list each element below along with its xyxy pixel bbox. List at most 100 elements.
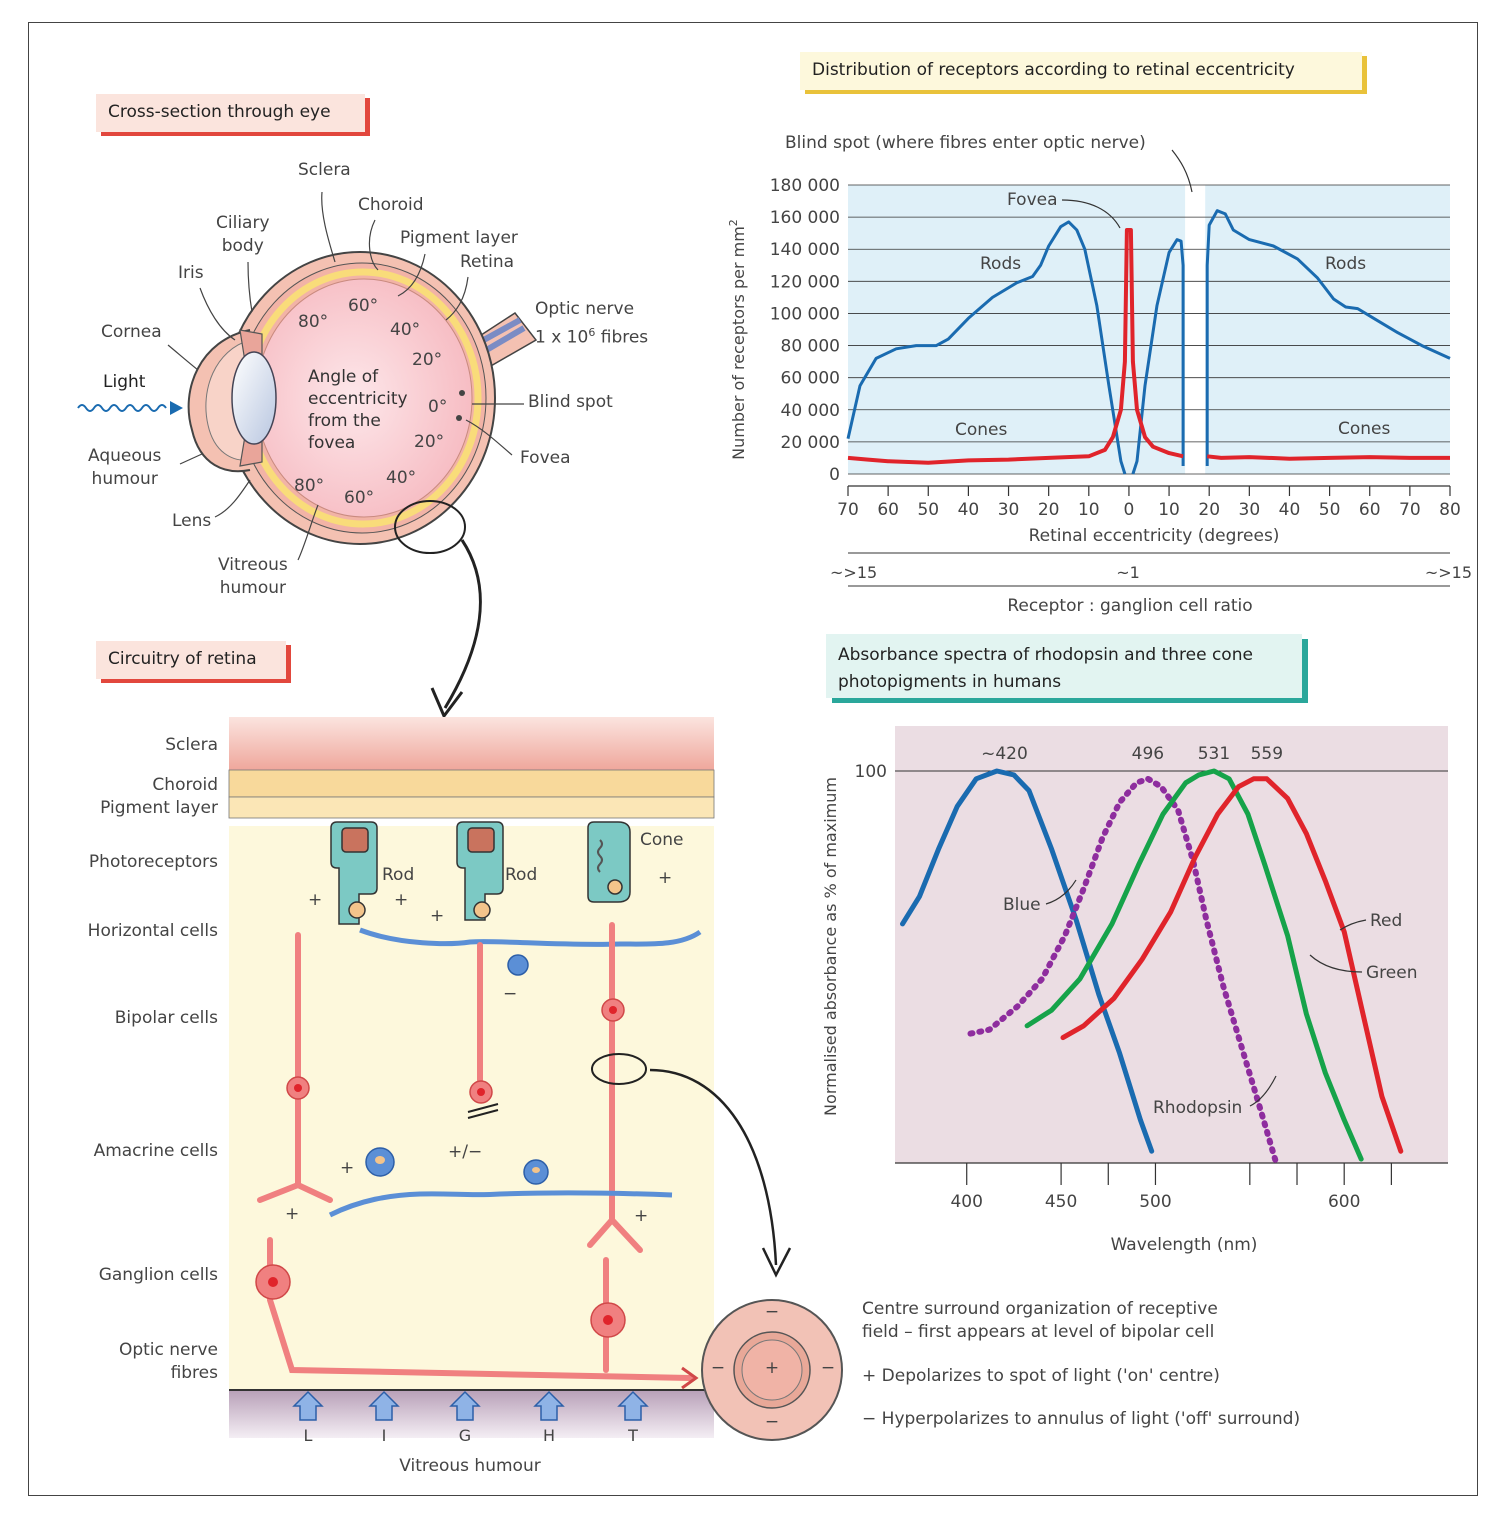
absorbance-title-line2: photopigments in humans [838, 672, 1062, 692]
label-angle-2: eccentricity [308, 389, 408, 409]
plot-area [848, 185, 1450, 474]
light-letter-l: L [303, 1426, 313, 1445]
label-angle: Angle of eccentricity from the fovea [308, 366, 408, 454]
deg-20-top: 20° [412, 350, 443, 370]
curve-label-rhodopsin: Rhodopsin [1153, 1098, 1242, 1118]
cell-label-rod-1: Rod [382, 865, 415, 885]
label-optic-nerve: Optic nerve 1 x 106 fibres [535, 298, 648, 350]
cross-section-title: Cross-section through eye [96, 94, 365, 132]
horizontal-cell [359, 927, 702, 947]
rf-on-text: Depolarizes to spot of light ('on' centr… [881, 1366, 1220, 1386]
sign-minus-1: − [503, 984, 518, 1004]
annotation-blind-spot: Blind spot (where fibres enter optic ner… [785, 133, 1146, 153]
y-tick-label: 0 [829, 465, 840, 485]
deg-40-top: 40° [390, 320, 421, 340]
annotation-cones-right: Cones [1338, 419, 1391, 439]
x-tick-label: 20 [1038, 500, 1060, 520]
y-axis-title: Normalised absorbance as % of maximum [821, 777, 840, 1116]
cell-label-rod-2: Rod [505, 865, 538, 885]
layer-pigment [228, 796, 715, 819]
green-leader [1309, 954, 1363, 973]
peak-label: 531 [1198, 744, 1230, 764]
blind-spot-band [1185, 173, 1206, 474]
layer-choroid [228, 769, 715, 798]
x-tick-label: 60 [877, 500, 899, 520]
label-blind-spot: Blind spot [528, 392, 613, 412]
label-optic-nerve-1: Optic nerve [535, 299, 635, 319]
retina-label-amacrine: Amacrine cells [93, 1141, 218, 1161]
fovea-leader [1061, 199, 1121, 229]
light-arrows [292, 1390, 649, 1421]
retina-label-horizontal: Horizontal cells [87, 921, 218, 941]
label-optic-nerve-fibres: fibres [595, 327, 649, 348]
x-tick-label: 500 [1139, 1192, 1171, 1212]
label-ciliary-body: Ciliary body [216, 212, 270, 258]
light-letter-i: I [381, 1426, 387, 1445]
x-tick-label: 50 [1319, 500, 1341, 520]
label-vitreous-1: Vitreous [218, 555, 288, 575]
y-tick-label: 60 000 [781, 369, 840, 389]
rf-off-text: Hyperpolarizes to annulus of light ('off… [881, 1409, 1301, 1429]
y-axis-title: Number of receptors per mm2 [727, 219, 748, 460]
x-axis-title: Retinal eccentricity (degrees) [1029, 526, 1280, 546]
rf-caption-line2: field – first appears at level of bipola… [862, 1322, 1215, 1342]
label-optic-nerve-2: 1 x 106 fibres [535, 321, 648, 350]
retina-circuit [228, 717, 843, 1441]
series-rhodopsin [967, 775, 1280, 1166]
rf-surround-right: − [820, 1358, 836, 1378]
x-tick-label: 10 [1078, 500, 1100, 520]
red-leader [1339, 919, 1367, 931]
label-sclera: Sclera [298, 160, 351, 180]
ratio-right: ~>15 [1425, 563, 1472, 582]
x-tick-label: 30 [1239, 500, 1261, 520]
x-tick-label: 10 [1158, 500, 1180, 520]
peak-label: 559 [1251, 744, 1283, 764]
y-tick-label: 80 000 [781, 337, 840, 357]
annotation-rods-left: Rods [980, 254, 1021, 274]
deg-80-top: 80° [298, 312, 329, 332]
series-green [1024, 768, 1364, 1162]
label-vitreous: Vitreous humour [218, 554, 288, 600]
figure-frame [28, 22, 1478, 1496]
label-ciliary-1: Ciliary [216, 213, 270, 233]
x-tick-label: 80 [1439, 500, 1461, 520]
sign-plus-7: + [634, 1206, 649, 1226]
retina-label-bipolar: Bipolar cells [114, 1008, 218, 1028]
x-tick-label: 70 [837, 500, 859, 520]
x-tick-label: 0 [1124, 500, 1135, 520]
deg-0: 0° [428, 397, 448, 417]
series-red [1060, 776, 1404, 1154]
blue-leader [1045, 879, 1077, 905]
rf-caption: Centre surround organization of receptiv… [862, 1298, 1218, 1344]
curve-label-red: Red [1370, 911, 1402, 931]
retina-label-pigment: Pigment layer [100, 798, 218, 818]
blind-spot-leader [1171, 149, 1193, 193]
label-cornea: Cornea [101, 322, 162, 342]
rod-cell-2 [456, 821, 504, 921]
label-fovea: Fovea [520, 448, 571, 468]
x-tick-label: 60 [1359, 500, 1381, 520]
x-tick-label: 400 [950, 1192, 982, 1212]
y-tick-label: 100 000 [770, 304, 840, 324]
y-tick-label: 140 000 [770, 240, 840, 260]
x-tick-label: 70 [1399, 500, 1421, 520]
eye-diagram [77, 191, 538, 718]
series-rods-segment-1 [1131, 238, 1185, 475]
retina-label-optic: Optic nerve fibres [60, 1339, 218, 1385]
receptive-field [701, 1299, 843, 1441]
rf-caption-line1: Centre surround organization of receptiv… [862, 1299, 1218, 1319]
x-tick-label: 50 [917, 500, 939, 520]
deg-60-bottom: 60° [344, 488, 375, 508]
rf-on-sign: + [862, 1366, 877, 1386]
curve-label-green: Green [1366, 963, 1417, 983]
rf-arrowhead-icon [761, 1247, 792, 1278]
annotation-cones-left: Cones [955, 420, 1008, 440]
series-rods-segment-0 [846, 220, 1127, 475]
lens-shape [231, 351, 277, 445]
ratio-axis-title: Receptor : ganglion cell ratio [1007, 596, 1252, 616]
rf-surround-bottom: − [764, 1412, 780, 1432]
amacrine-cell [328, 1190, 673, 1218]
deg-80-bottom: 80° [294, 476, 325, 496]
label-retina: Retina [460, 252, 515, 272]
